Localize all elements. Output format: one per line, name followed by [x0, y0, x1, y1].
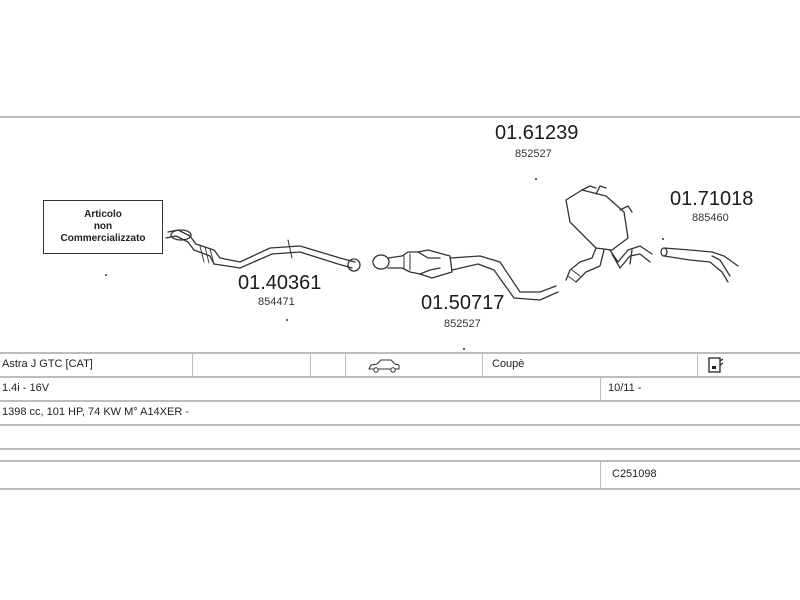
- part-code-middle-pipe[interactable]: 01.50717: [421, 292, 505, 314]
- part-code-front-pipe[interactable]: 01.40361: [238, 272, 322, 294]
- part-ref-rear-silencer: 852527: [515, 148, 552, 160]
- part-code-tail-pipe[interactable]: 01.71018: [670, 188, 754, 210]
- middle-pipe-drawing: [372, 249, 559, 301]
- table-row: C251098: [0, 460, 800, 490]
- front-pipe-drawing: [165, 229, 361, 272]
- leader-dot: [105, 274, 107, 276]
- top-border: [0, 116, 800, 118]
- notice-line-1: Articolo: [84, 209, 122, 220]
- part-ref-tail-pipe: 885460: [692, 212, 729, 224]
- part-ref-front-pipe: 854471: [258, 296, 295, 308]
- not-commercialized-notice: Articolo non Commercializzato: [43, 200, 163, 254]
- table-row: 1398 cc, 101 HP, 74 KW M° A14XER -: [0, 400, 800, 426]
- body-type-cell: Coupè: [492, 358, 525, 370]
- part-code-rear-silencer[interactable]: 01.61239: [495, 122, 579, 144]
- specs-cell: 1398 cc, 101 HP, 74 KW M° A14XER -: [2, 406, 190, 418]
- book-icon[interactable]: [705, 354, 735, 378]
- notice-line-2: non: [93, 221, 113, 232]
- leader-dot: [463, 348, 465, 350]
- rear-silencer-drawing: [565, 185, 653, 283]
- table-row: Astra J GTC [CAT] Coupè: [0, 352, 800, 378]
- notice-line-3: Commercializzato: [60, 233, 146, 244]
- leader-dot: [662, 238, 664, 240]
- tail-pipe-drawing: [660, 247, 739, 283]
- car-icon: [365, 354, 405, 378]
- table-row: 1.4i - 16V 10/11 -: [0, 376, 800, 402]
- leader-dot: [286, 319, 288, 321]
- exhaust-diagram: [165, 185, 739, 301]
- model-cell: Astra J GTC [CAT]: [2, 358, 93, 370]
- engine-cell: 1.4i - 16V: [2, 382, 50, 394]
- part-ref-middle-pipe: 852527: [444, 318, 481, 330]
- leader-dot: [535, 178, 537, 180]
- table-row: [0, 448, 800, 462]
- table-row: [0, 424, 800, 450]
- catalog-code-cell: C251098: [612, 468, 657, 480]
- period-cell: 10/11 -: [608, 382, 642, 394]
